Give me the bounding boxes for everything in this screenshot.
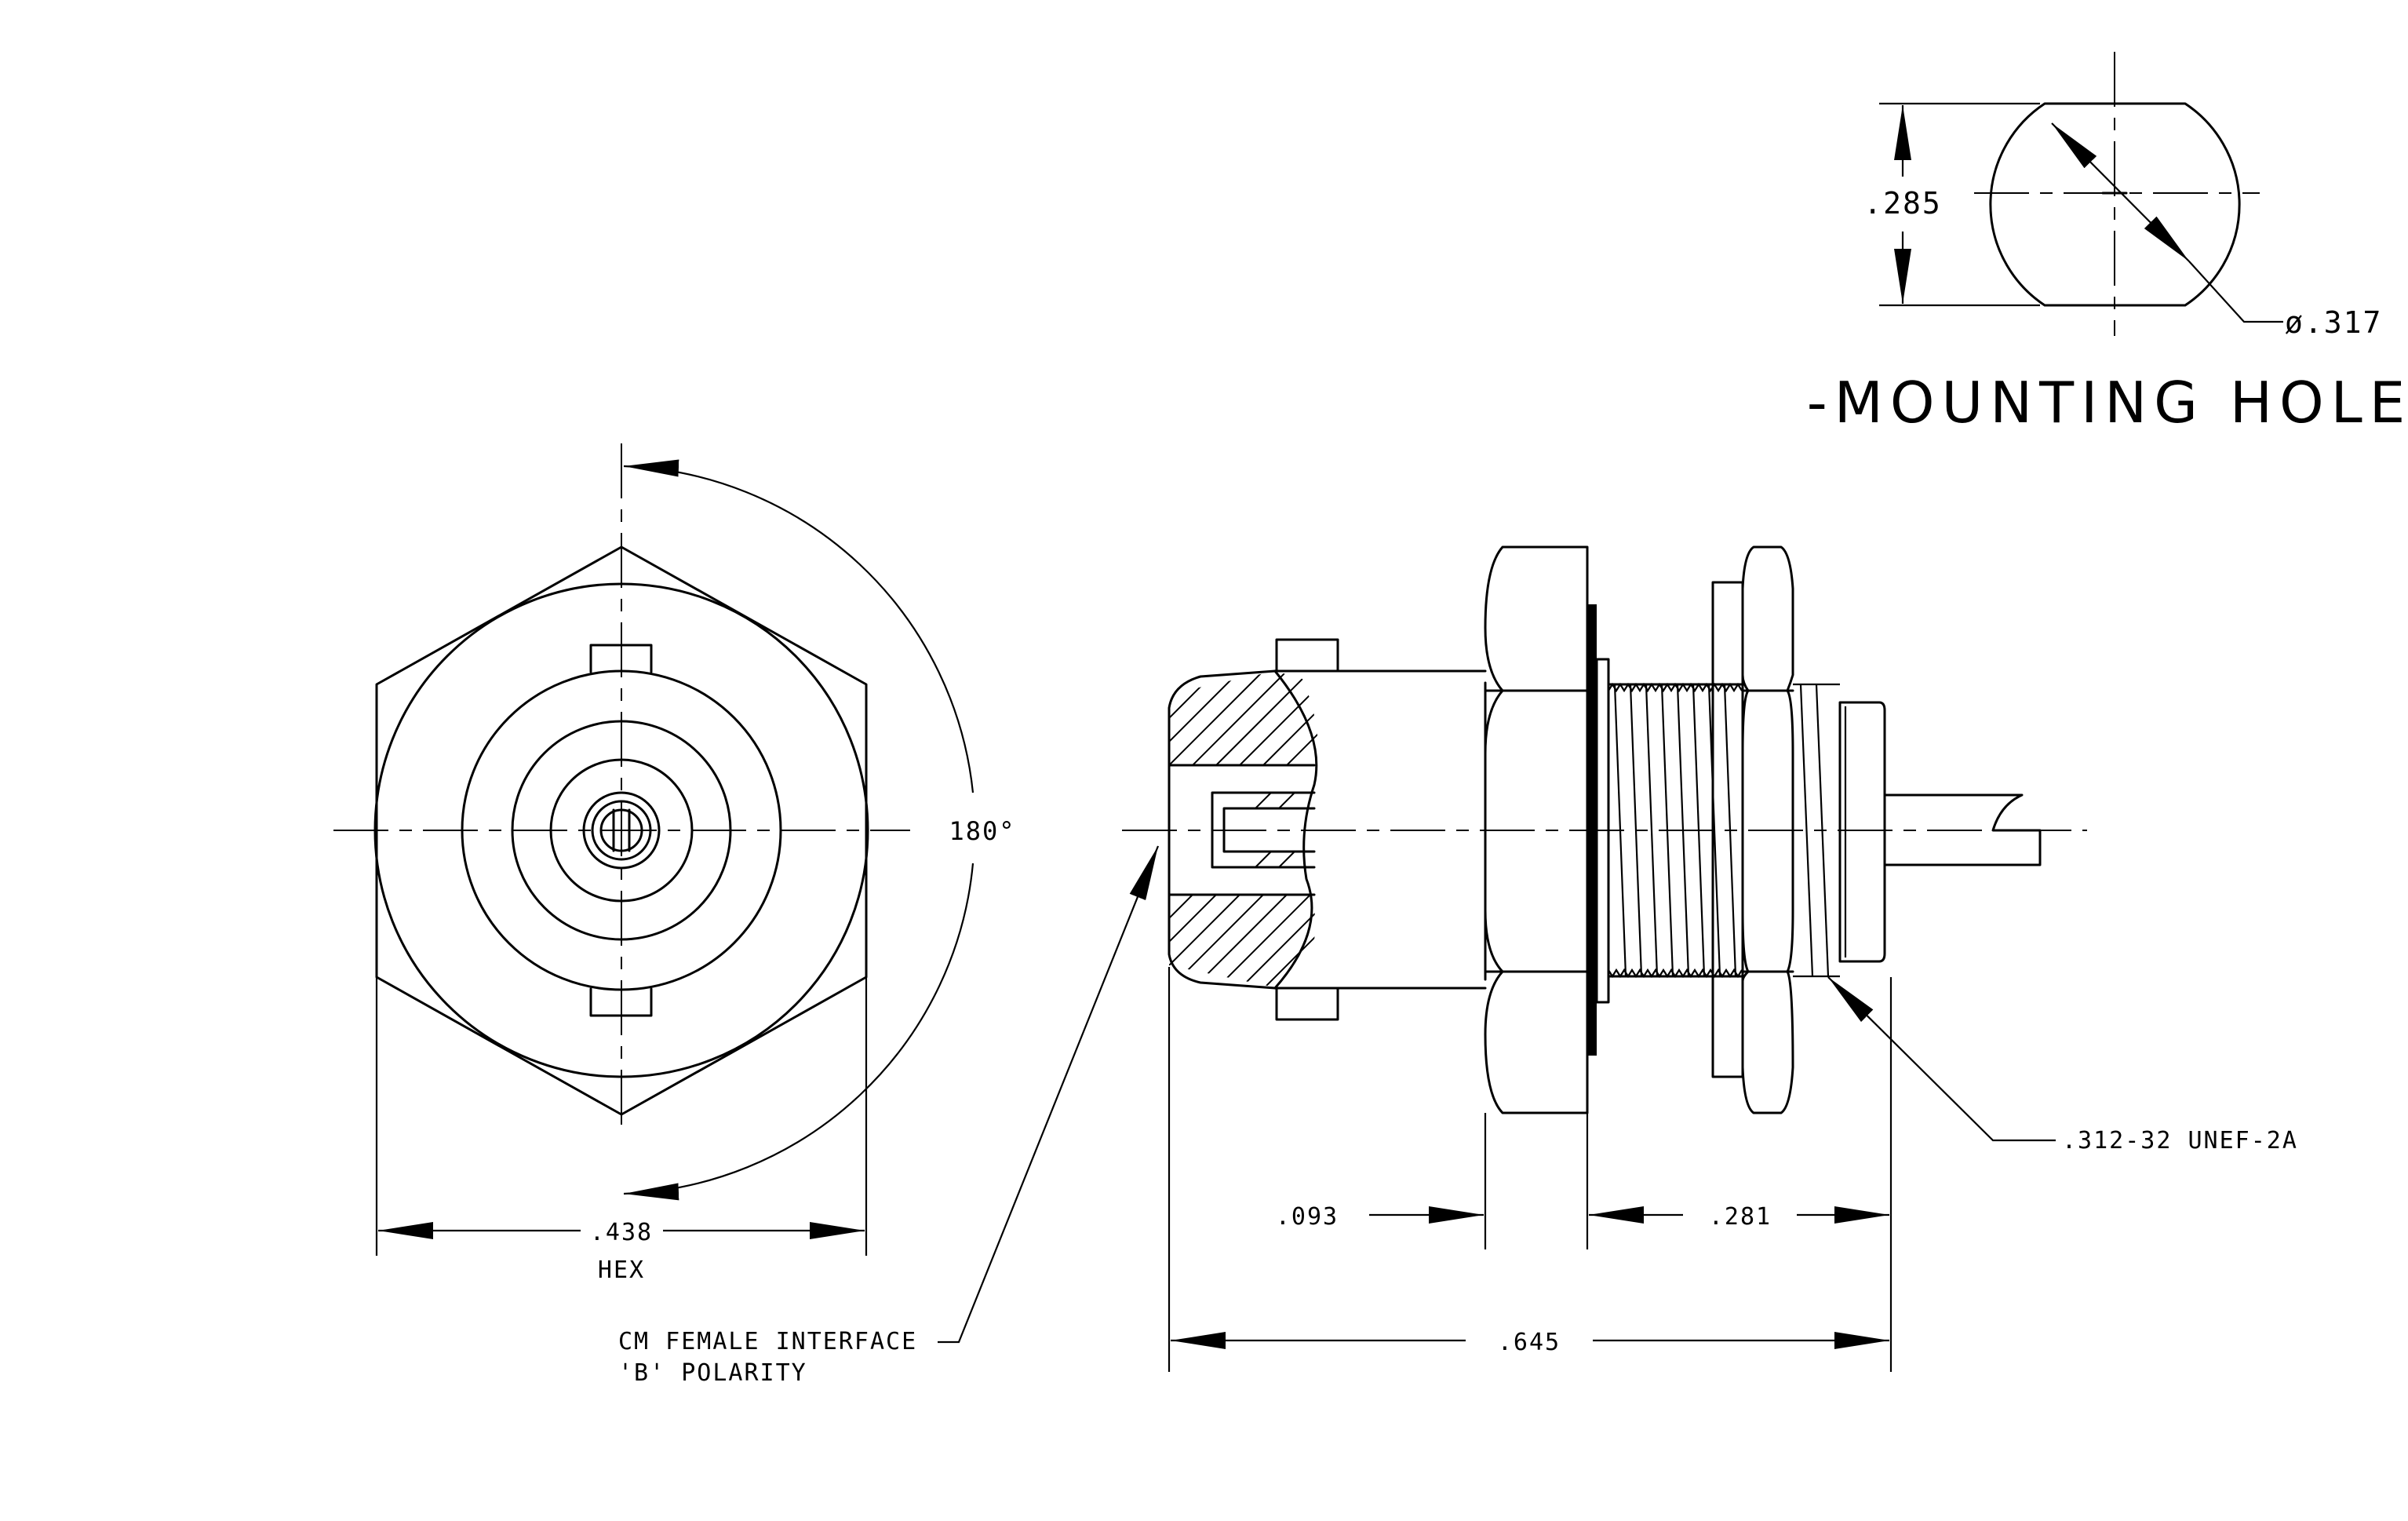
diameter-leader-tail bbox=[2188, 261, 2283, 323]
interface-leader-line bbox=[938, 845, 1160, 1344]
interface-note: CM FEMALE INTERFACE 'B' POLARITY bbox=[618, 845, 1160, 1387]
mounting-hole-view: .285 ø.317 -MOUNTING HOLE- bbox=[1807, 52, 2408, 436]
side-bayonet-stud-top bbox=[1275, 638, 1339, 673]
front-view: 180° .438 HEX bbox=[333, 443, 1015, 1284]
side-rear-step bbox=[1838, 701, 1886, 963]
side-view: .312-32 UNEF-2A .093 .281 .645 bbox=[1122, 545, 2298, 1372]
flat-dimension-text: .285 bbox=[1863, 186, 1942, 221]
dim-thread-text: .281 bbox=[1709, 1203, 1772, 1231]
hex-label-text: HEX bbox=[598, 1257, 645, 1284]
angle-arc-lower bbox=[623, 863, 974, 1201]
dim-overall-text: .645 bbox=[1498, 1329, 1561, 1356]
interface-note-line2: 'B' POLARITY bbox=[618, 1359, 807, 1387]
hex-dimension-text: .438 bbox=[590, 1219, 653, 1246]
thread-callout-text: .312-32 UNEF-2A bbox=[2062, 1127, 2298, 1154]
interface-note-line1: CM FEMALE INTERFACE bbox=[618, 1328, 917, 1355]
side-bayonet-stud-bottom bbox=[1275, 987, 1339, 1021]
side-contact-outline bbox=[1211, 791, 1316, 869]
side-section-hatching bbox=[1169, 671, 1318, 987]
diameter-leader-line bbox=[2051, 122, 2190, 262]
side-contact-hatching bbox=[1255, 792, 1295, 868]
diameter-dimension-text: ø.317 bbox=[2285, 305, 2382, 340]
mounting-hole-outline bbox=[1989, 102, 2241, 307]
thread-crests bbox=[1608, 682, 1743, 979]
thread-callout-leader bbox=[1827, 976, 2056, 1142]
angle-arc-upper bbox=[623, 459, 974, 793]
dim-flange-text: .093 bbox=[1276, 1203, 1339, 1231]
angle-dimension-text: 180° bbox=[949, 816, 1015, 846]
side-section-break-line bbox=[1273, 669, 1318, 990]
mounting-hole-title: -MOUNTING HOLE- bbox=[1807, 370, 2408, 436]
